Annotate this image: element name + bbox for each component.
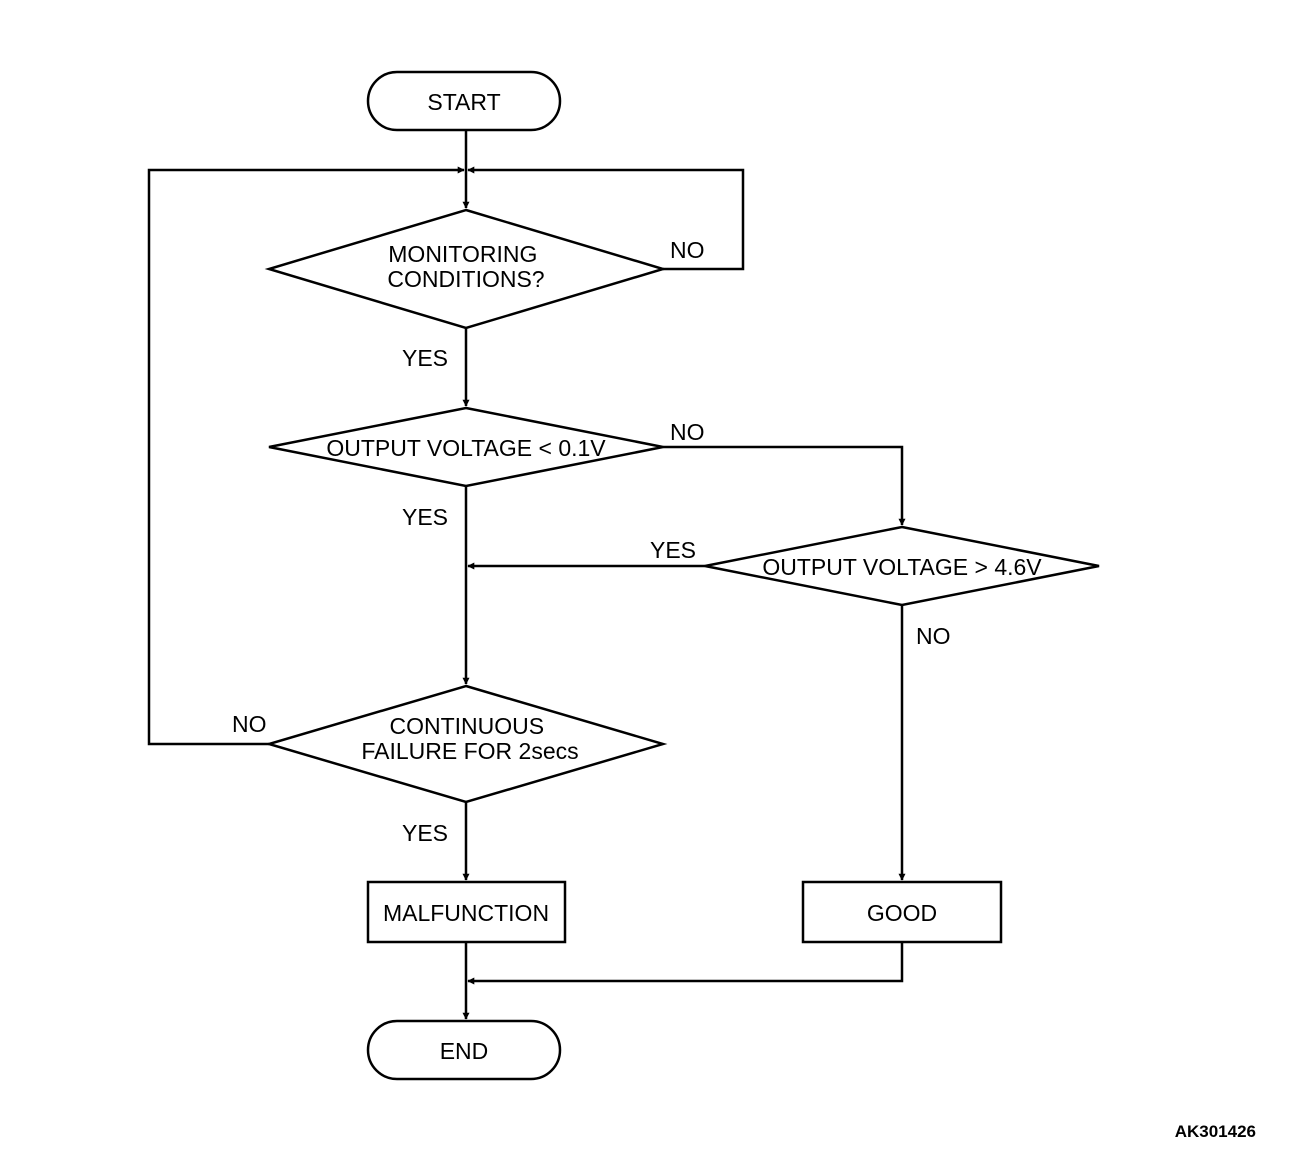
connector-good-to-end <box>467 942 904 985</box>
connector-continuous-no-loop <box>147 166 465 746</box>
result-malfunction-box <box>366 880 567 944</box>
connector-monitoring-no-loop <box>467 166 745 271</box>
decision-monitoring-text: MONITORING CONDITIONS? <box>387 241 544 292</box>
end-label: END <box>440 1038 489 1064</box>
decision-output-voltage-high-text: OUTPUT VOLTAGE > 4.6V <box>762 554 1042 580</box>
start-label: START <box>427 89 500 115</box>
end-terminal <box>366 1019 562 1081</box>
start-terminal <box>366 70 562 132</box>
label-low-voltage-yes: YES <box>402 504 448 530</box>
label-continuous-yes: YES <box>402 820 448 846</box>
label-continuous-no: NO <box>232 711 267 737</box>
label-low-voltage-no: NO <box>670 419 705 445</box>
result-malfunction-label: MALFUNCTION <box>383 900 549 926</box>
result-good-label: GOOD <box>867 900 937 926</box>
decision-continuous-failure-text: CONTINUOUS FAILURE FOR 2secs <box>361 713 578 764</box>
decision-output-voltage-low-text: OUTPUT VOLTAGE < 0.1V <box>326 435 606 461</box>
label-monitoring-yes: YES <box>402 345 448 371</box>
figure-id: AK301426 <box>1175 1122 1256 1141</box>
label-high-voltage-no: NO <box>916 623 951 649</box>
label-monitoring-no: NO <box>670 237 705 263</box>
label-high-voltage-yes: YES <box>650 537 696 563</box>
connector-low-voltage-no <box>663 445 906 526</box>
